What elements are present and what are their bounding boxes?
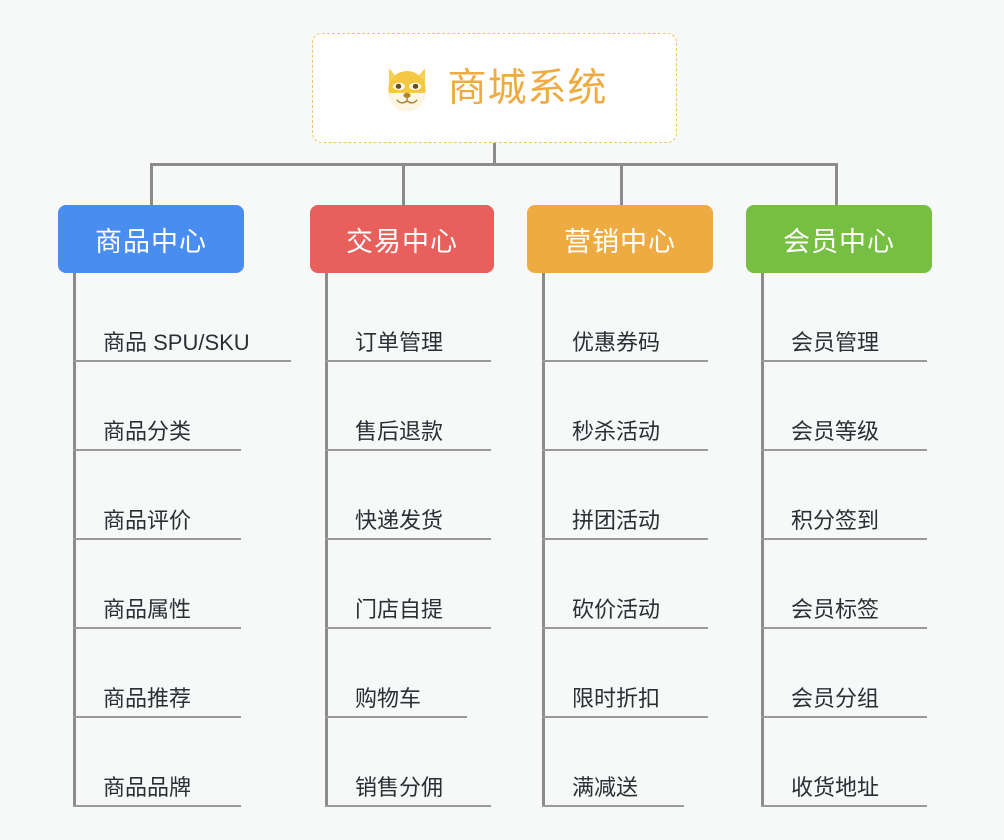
leaf-item[interactable]: 商品评价 — [73, 451, 241, 540]
leaf-item-label: 商品推荐 — [103, 686, 192, 711]
root-node[interactable]: 商城系统 — [312, 33, 677, 143]
leaf-item[interactable]: 砍价活动 — [542, 540, 708, 629]
leaf-item[interactable]: 收货地址 — [761, 718, 927, 807]
leaf-item-underline — [542, 538, 708, 540]
leaf-item[interactable]: 优惠券码 — [542, 273, 708, 362]
leaf-item-label: 快递发货 — [355, 508, 444, 533]
leaf-item-underline — [325, 716, 467, 718]
category-header-label: 商品中心 — [95, 226, 207, 257]
leaf-item-label: 售后退款 — [355, 419, 444, 444]
leaf-item-label: 商品评价 — [103, 508, 192, 533]
category-header-marketing-center[interactable]: 营销中心 — [527, 205, 713, 273]
leaf-item[interactable]: 满减送 — [542, 718, 684, 807]
leaf-item[interactable]: 购物车 — [325, 629, 467, 718]
leaf-item[interactable]: 商品 SPU/SKU — [73, 273, 291, 362]
leaf-item[interactable]: 门店自提 — [325, 540, 491, 629]
leaf-item-label: 积分签到 — [791, 508, 880, 533]
leaf-item[interactable]: 售后退款 — [325, 362, 491, 451]
leaf-item-label: 商品 SPU/SKU — [103, 330, 250, 355]
column-spine-product-center — [73, 273, 76, 807]
column-spine-member-center — [761, 273, 764, 807]
leaf-item-label: 会员管理 — [791, 330, 880, 355]
leaf-item-underline — [542, 360, 708, 362]
leaf-item-underline — [325, 449, 491, 451]
leaf-item[interactable]: 限时折扣 — [542, 629, 708, 718]
leaf-item[interactable]: 拼团活动 — [542, 451, 708, 540]
category-header-member-center[interactable]: 会员中心 — [746, 205, 932, 273]
leaf-item-underline — [542, 805, 684, 807]
leaf-item-label: 优惠券码 — [572, 330, 661, 355]
leaf-item-underline — [73, 449, 241, 451]
leaf-item-underline — [542, 716, 708, 718]
connector-root-drop — [493, 143, 496, 165]
category-header-label: 营销中心 — [564, 226, 676, 257]
leaf-item[interactable]: 会员标签 — [761, 540, 927, 629]
leaf-item[interactable]: 销售分佣 — [325, 718, 491, 807]
leaf-item-label: 秒杀活动 — [572, 419, 661, 444]
leaf-item[interactable]: 订单管理 — [325, 273, 491, 362]
shiba-dog-face-icon — [388, 68, 427, 112]
leaf-item-label: 收货地址 — [791, 775, 880, 800]
connector-branch-drop-1 — [150, 163, 153, 207]
leaf-item[interactable]: 会员管理 — [761, 273, 927, 362]
leaf-item-underline — [73, 538, 241, 540]
column-spine-marketing-center — [542, 273, 545, 807]
leaf-item-underline — [73, 627, 241, 629]
leaf-item-underline — [325, 627, 491, 629]
leaf-item-underline — [73, 805, 241, 807]
leaf-item-underline — [761, 805, 927, 807]
leaf-item-label: 商品分类 — [103, 419, 192, 444]
leaf-item-label: 限时折扣 — [572, 686, 661, 711]
leaf-item-label: 订单管理 — [355, 330, 444, 355]
leaf-item-underline — [761, 716, 927, 718]
leaf-item-label: 购物车 — [355, 686, 422, 711]
leaf-item-label: 拼团活动 — [572, 508, 661, 533]
leaf-item-label: 会员标签 — [791, 597, 880, 622]
connector-branch-drop-3 — [620, 163, 623, 207]
leaf-item[interactable]: 会员分组 — [761, 629, 927, 718]
category-header-product-center[interactable]: 商品中心 — [58, 205, 244, 273]
leaf-item-underline — [73, 360, 291, 362]
leaf-item-underline — [761, 360, 927, 362]
leaf-item-underline — [761, 627, 927, 629]
leaf-item[interactable]: 商品推荐 — [73, 629, 241, 718]
connector-branch-drop-4 — [835, 163, 838, 207]
leaf-item-label: 门店自提 — [355, 597, 444, 622]
column-spine-trade-center — [325, 273, 328, 807]
leaf-item-label: 会员分组 — [791, 686, 880, 711]
leaf-item-underline — [325, 538, 491, 540]
leaf-item-label: 商品属性 — [103, 597, 192, 622]
leaf-item-label: 销售分佣 — [355, 775, 444, 800]
leaf-item-underline — [325, 360, 491, 362]
leaf-item-underline — [761, 538, 927, 540]
leaf-item-underline — [73, 716, 241, 718]
leaf-item-underline — [761, 449, 927, 451]
leaf-item-underline — [542, 449, 708, 451]
leaf-item[interactable]: 商品属性 — [73, 540, 241, 629]
connector-bus — [150, 163, 838, 166]
root-title: 商城系统 — [447, 66, 608, 110]
leaf-item[interactable]: 秒杀活动 — [542, 362, 708, 451]
leaf-item-label: 砍价活动 — [572, 597, 661, 622]
leaf-item-underline — [542, 627, 708, 629]
leaf-item[interactable]: 快递发货 — [325, 451, 491, 540]
leaf-item[interactable]: 会员等级 — [761, 362, 927, 451]
leaf-item-label: 会员等级 — [791, 419, 880, 444]
connector-branch-drop-2 — [402, 163, 405, 207]
leaf-item-underline — [325, 805, 491, 807]
leaf-item[interactable]: 商品品牌 — [73, 718, 241, 807]
leaf-item-label: 商品品牌 — [103, 775, 192, 800]
leaf-item[interactable]: 积分签到 — [761, 451, 927, 540]
category-header-trade-center[interactable]: 交易中心 — [310, 205, 494, 273]
leaf-item[interactable]: 商品分类 — [73, 362, 241, 451]
category-header-label: 交易中心 — [346, 226, 458, 257]
leaf-item-label: 满减送 — [572, 775, 639, 800]
category-header-label: 会员中心 — [783, 226, 895, 257]
